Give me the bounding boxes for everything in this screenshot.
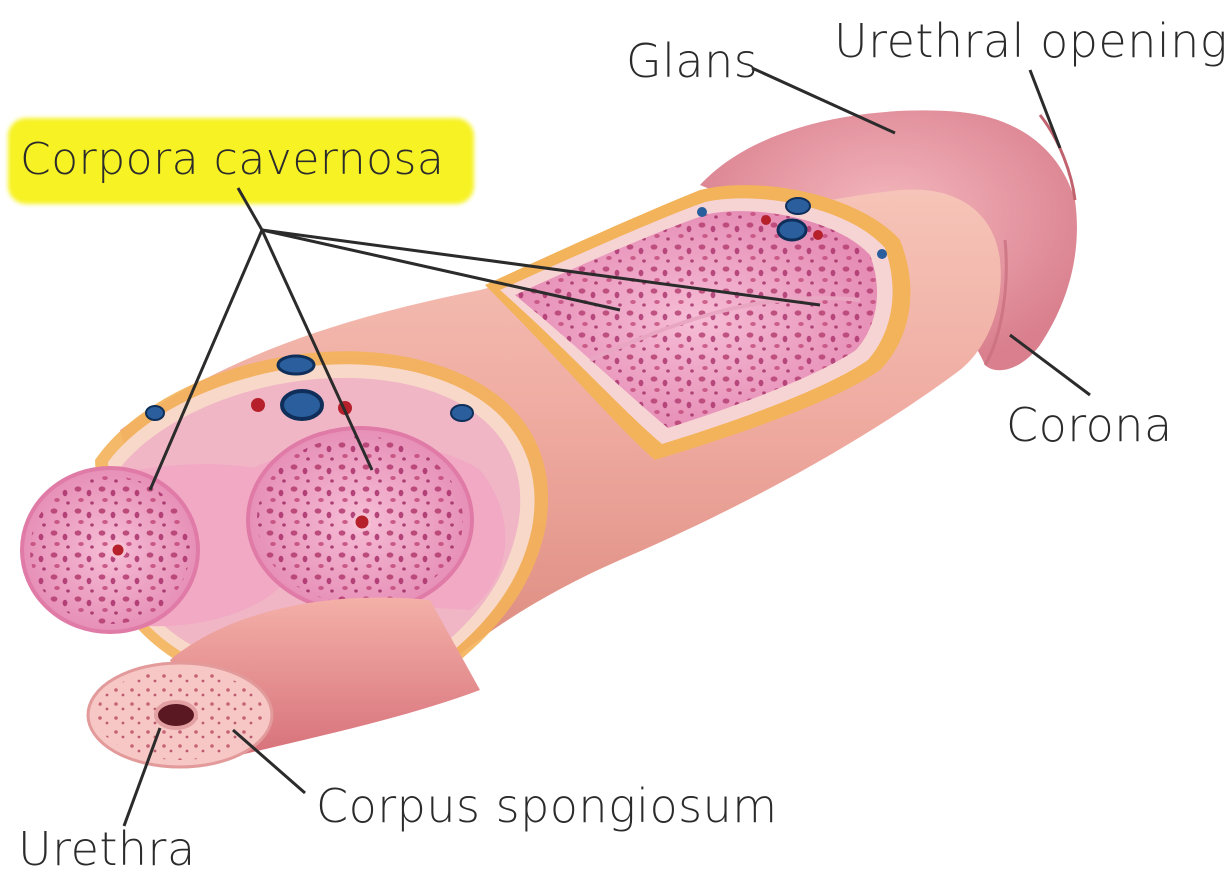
label-corpora-cavernosa: Corpora cavernosa [20,138,444,182]
leader-corona [1010,335,1090,395]
right-corpus-cavernosum [248,428,472,612]
label-corpus-spongiosum: Corpus spongiosum [316,783,778,829]
urethra-lumen [156,702,196,728]
leader-cc-stem [238,188,262,230]
label-glans: Glans [626,38,758,84]
label-corona: Corona [1006,402,1173,448]
label-urethra: Urethra [18,826,196,872]
leader-urethral-opening [1030,70,1060,148]
left-corpus-cavernosum [22,468,198,632]
label-urethral-opening: Urethral opening [834,18,1228,64]
